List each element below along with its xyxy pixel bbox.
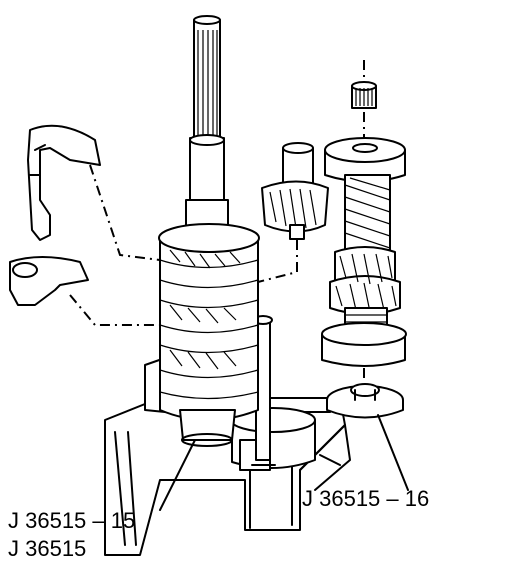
mainshaft-gear-stack: [158, 15, 260, 447]
leader-line-support: [319, 454, 341, 466]
leader-line-tool-15: [159, 439, 196, 511]
label-tool-base: J 36515: [8, 536, 86, 561]
leader-line-tool-16: [377, 414, 409, 491]
pilot-bearing: [351, 60, 377, 140]
support-block: [230, 407, 316, 471]
support-plate: [326, 383, 404, 419]
label-tool-16: J 36515 – 16: [302, 486, 429, 511]
label-tool-15: J 36515 – 15: [8, 508, 135, 533]
shift-fork-lower: [9, 256, 160, 326]
shift-fork-upper: [27, 124, 161, 261]
clutch-hub: [257, 142, 329, 283]
countershaft: [321, 137, 407, 382]
